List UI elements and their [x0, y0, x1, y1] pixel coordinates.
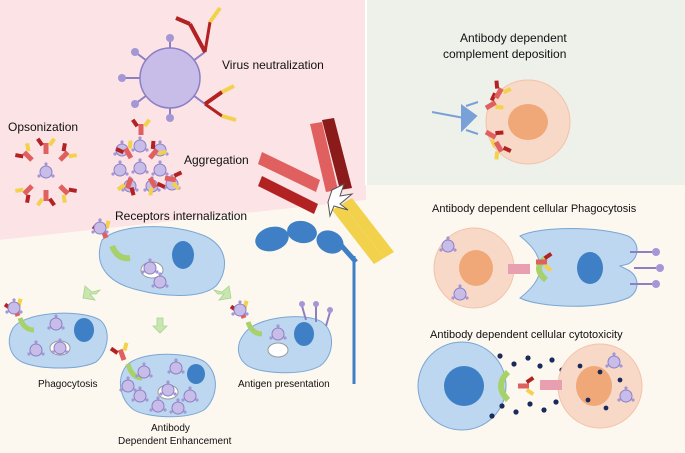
label-opsonization: Opsonization: [8, 120, 78, 134]
label-phagocytosis: Phagocytosis: [38, 379, 97, 390]
label-antigen-presentation: Antigen presentation: [238, 379, 330, 390]
label-adcd-line1: Antibody dependent: [460, 31, 567, 45]
adcp-phagocyte: [519, 228, 664, 307]
label-receptors-internalization: Receptors internalization: [115, 209, 247, 223]
label-adcd-line2: complement deposition: [443, 47, 566, 61]
antigen-presentation-cell: [229, 299, 333, 374]
central-antibody: [258, 118, 394, 264]
label-ade-line1: Antibody: [151, 423, 190, 434]
neutralizing-antibody-bottom: [203, 84, 237, 122]
arrow-to-phagocytosis: [82, 285, 102, 301]
complement-c1-complex: [431, 101, 479, 135]
label-ade-line2: Dependent Enhancement: [118, 436, 232, 447]
label-virus-neutralization: Virus neutralization: [222, 58, 324, 72]
complement-deposition-cell: [431, 78, 571, 165]
fc-receptor: [255, 220, 358, 384]
adcc-target-cell: [540, 343, 643, 429]
arrow-to-ade: [152, 317, 168, 334]
pink-region: [0, 0, 366, 240]
adcp-target-cell: [433, 227, 530, 309]
ade-cell: [109, 341, 216, 418]
neutralizing-antibody-top: [175, 6, 222, 53]
mhc-presentation-molecules: [301, 305, 331, 327]
neutralized-virus: [118, 6, 237, 122]
label-aggregation: Aggregation: [184, 153, 249, 167]
label-adcc: Antibody dependent cellular cytotoxicity: [430, 329, 623, 341]
label-adcp: Antibody dependent cellular Phagocytosis: [432, 203, 637, 215]
arrow-to-antigen-presentation: [212, 285, 232, 301]
flow-arrows: [82, 285, 232, 334]
internalizing-cell: [90, 217, 226, 296]
phagocytosis-cell: [3, 297, 108, 369]
adcc-effector-cell: [417, 341, 535, 431]
